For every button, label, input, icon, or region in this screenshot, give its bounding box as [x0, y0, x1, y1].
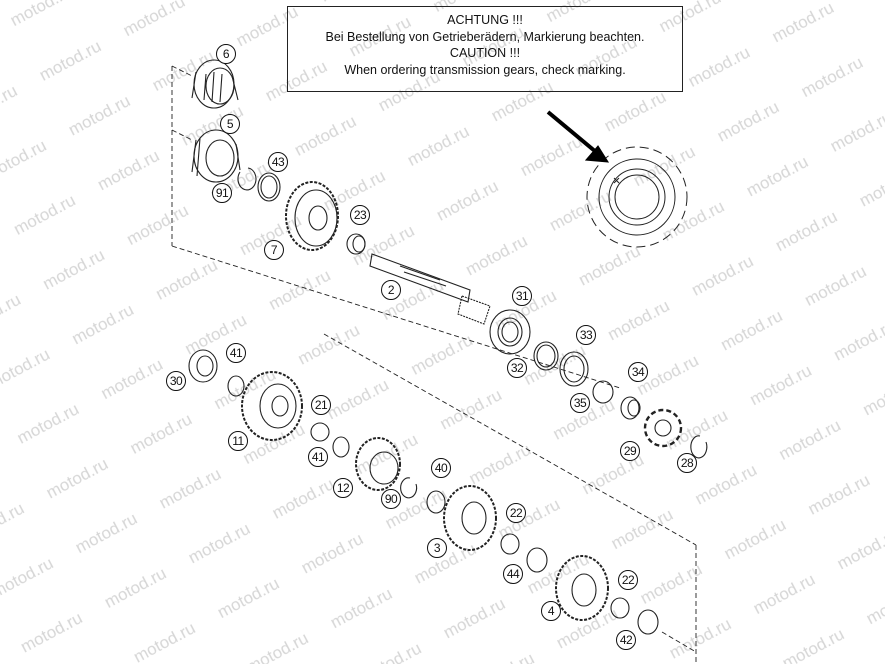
part-callout-44[interactable]: 44 — [503, 564, 523, 584]
part-31-ball-bearing — [489, 309, 531, 355]
part-callout-12[interactable]: 12 — [333, 478, 353, 498]
part-callout-7[interactable]: 7 — [264, 240, 284, 260]
notice-text-de: Bei Bestellung von Getrieberädern, Marki… — [325, 29, 645, 44]
part-41-washer-2 — [332, 436, 350, 458]
part-callout-42[interactable]: 42 — [616, 630, 636, 650]
part-callout-28[interactable]: 28 — [677, 453, 697, 473]
marking-arrow-icon — [546, 110, 610, 163]
part-22-needle-bearing-2 — [610, 597, 630, 619]
part-33-shaft-seal — [559, 351, 589, 387]
part-callout-91[interactable]: 91 — [212, 183, 232, 203]
part-callout-4[interactable]: 4 — [541, 601, 561, 621]
part-29-sprocket — [643, 408, 683, 448]
part-callout-34[interactable]: 34 — [628, 362, 648, 382]
part-34-spacer — [620, 396, 640, 420]
part-43-washer — [257, 172, 281, 202]
part-callout-22[interactable]: 22 — [506, 503, 526, 523]
part-22-needle-bearing — [500, 533, 520, 555]
part-callout-30[interactable]: 30 — [166, 371, 186, 391]
part-callout-21[interactable]: 21 — [311, 395, 331, 415]
part-4-gear — [555, 555, 609, 621]
part-21-needle-bearing — [310, 422, 330, 442]
part-44-washer — [526, 547, 548, 573]
part-3-gear — [443, 485, 497, 551]
part-callout-22[interactable]: 22 — [618, 570, 638, 590]
part-callout-40[interactable]: 40 — [431, 458, 451, 478]
part-6-shift-dog — [191, 59, 239, 109]
part-callout-5[interactable]: 5 — [220, 114, 240, 134]
part-callout-31[interactable]: 31 — [512, 286, 532, 306]
part-callout-33[interactable]: 33 — [576, 325, 596, 345]
part-callout-3[interactable]: 3 — [427, 538, 447, 558]
part-callout-41[interactable]: 41 — [308, 447, 328, 467]
part-callout-32[interactable]: 32 — [507, 358, 527, 378]
part-callout-6[interactable]: 6 — [216, 44, 236, 64]
part-callout-90[interactable]: 90 — [381, 489, 401, 509]
notice-text-en: When ordering transmission gears, check … — [344, 62, 626, 77]
ordering-notice-box: ACHTUNG !!! Bei Bestellung von Getrieber… — [287, 6, 683, 92]
part-callout-41[interactable]: 41 — [226, 343, 246, 363]
part-callout-35[interactable]: 35 — [570, 393, 590, 413]
notice-heading-en: CAUTION !!! — [449, 46, 521, 60]
part-11-gear — [241, 371, 303, 441]
upper-assembly-frame — [171, 65, 621, 389]
part-5-gear — [191, 129, 241, 183]
lower-assembly-frame — [323, 333, 697, 664]
part-90-circlip — [400, 477, 418, 499]
part-41-washer — [227, 375, 245, 397]
part-7-gear — [285, 181, 339, 251]
part-42-washer — [637, 609, 659, 635]
part-91-circlip — [237, 167, 257, 191]
part-callout-43[interactable]: 43 — [268, 152, 288, 172]
notice-heading-de: ACHTUNG !!! — [447, 13, 523, 27]
marking-detail-gear — [586, 146, 688, 248]
part-30-bearing — [188, 349, 218, 383]
part-callout-11[interactable]: 11 — [228, 431, 248, 451]
part-callout-29[interactable]: 29 — [620, 441, 640, 461]
part-40-washer — [426, 490, 446, 514]
part-callout-23[interactable]: 23 — [350, 205, 370, 225]
part-12-gear — [355, 437, 401, 491]
part-35-o-ring — [592, 380, 614, 404]
part-2-main-shaft — [369, 253, 491, 325]
part-callout-2[interactable]: 2 — [381, 280, 401, 300]
part-32-washer — [533, 341, 559, 371]
